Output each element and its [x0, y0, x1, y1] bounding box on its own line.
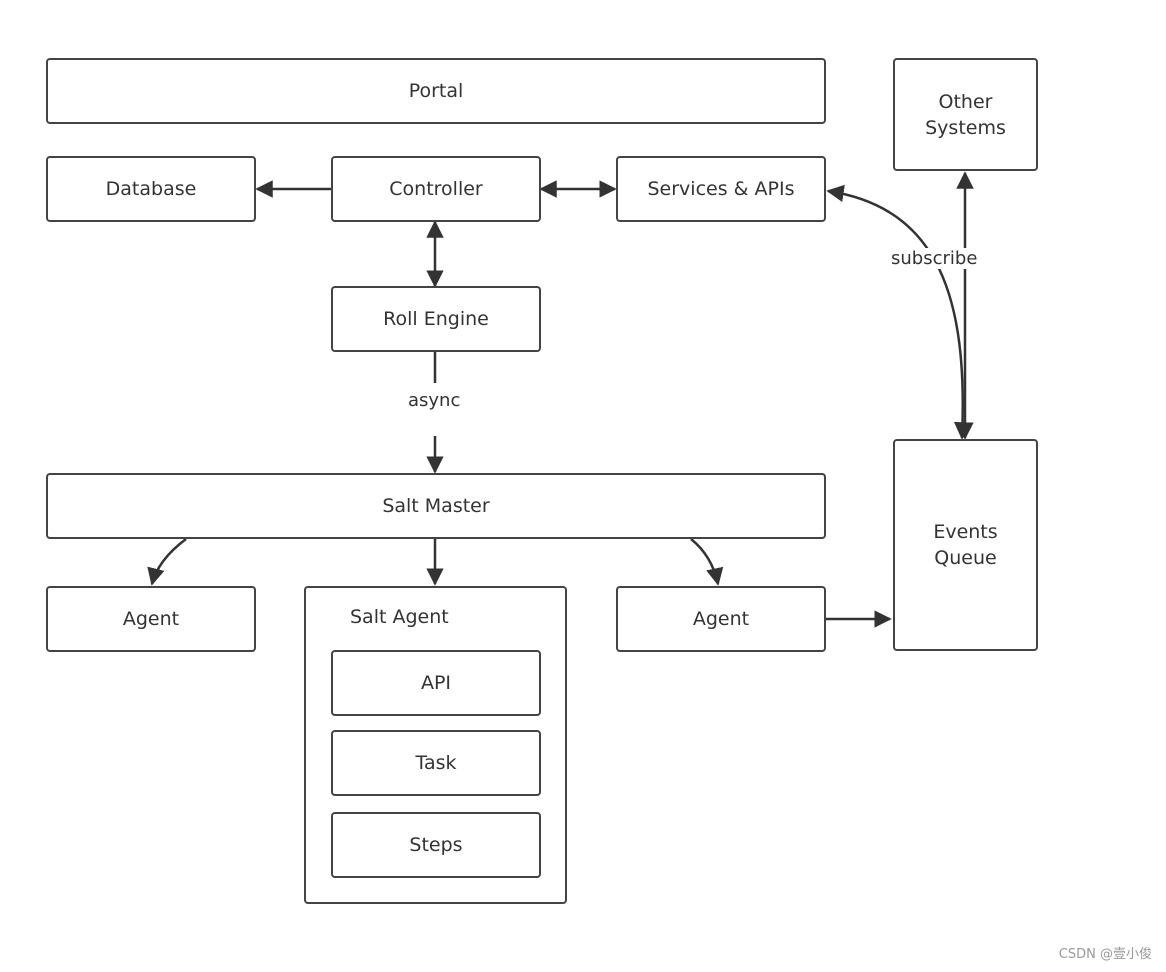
- roll-engine-label: Roll Engine: [383, 308, 489, 330]
- salt-master-box: Salt Master: [46, 473, 826, 539]
- other-systems-box: Other Systems: [893, 58, 1038, 171]
- services-apis-label: Services & APIs: [647, 178, 795, 200]
- edge-salt-master-agent-left: [147, 538, 187, 586]
- services-apis-box: Services & APIs: [616, 156, 826, 222]
- agent-left-box: Agent: [46, 586, 256, 652]
- api-box: API: [331, 650, 541, 716]
- salt-master-label: Salt Master: [382, 495, 490, 517]
- portal-label: Portal: [408, 80, 464, 102]
- watermark: CSDN @壹小俊: [1058, 947, 1152, 962]
- agent-right-label: Agent: [692, 608, 750, 630]
- portal-box: Portal: [46, 58, 826, 124]
- other-systems-label: Other Systems: [925, 90, 1006, 139]
- steps-box: Steps: [331, 812, 541, 878]
- steps-label: Steps: [409, 834, 463, 856]
- database-box: Database: [46, 156, 256, 222]
- database-label: Database: [105, 178, 197, 200]
- edge-services-events-subscribe: [826, 184, 972, 440]
- task-box: Task: [331, 730, 541, 796]
- async-label: async: [406, 390, 463, 411]
- events-queue-label: Events Queue: [933, 521, 998, 569]
- agent-right-box: Agent: [616, 586, 826, 652]
- salt-agent-title: Salt Agent: [350, 606, 449, 628]
- api-label: API: [420, 672, 452, 694]
- controller-box: Controller: [331, 156, 541, 222]
- edge-salt-master-agent-right: [690, 538, 724, 586]
- controller-label: Controller: [389, 178, 483, 200]
- agent-left-label: Agent: [122, 608, 180, 630]
- roll-engine-box: Roll Engine: [331, 286, 541, 352]
- subscribe-label: subscribe: [889, 248, 980, 269]
- task-label: Task: [415, 752, 457, 774]
- events-queue-box: Events Queue: [893, 439, 1038, 651]
